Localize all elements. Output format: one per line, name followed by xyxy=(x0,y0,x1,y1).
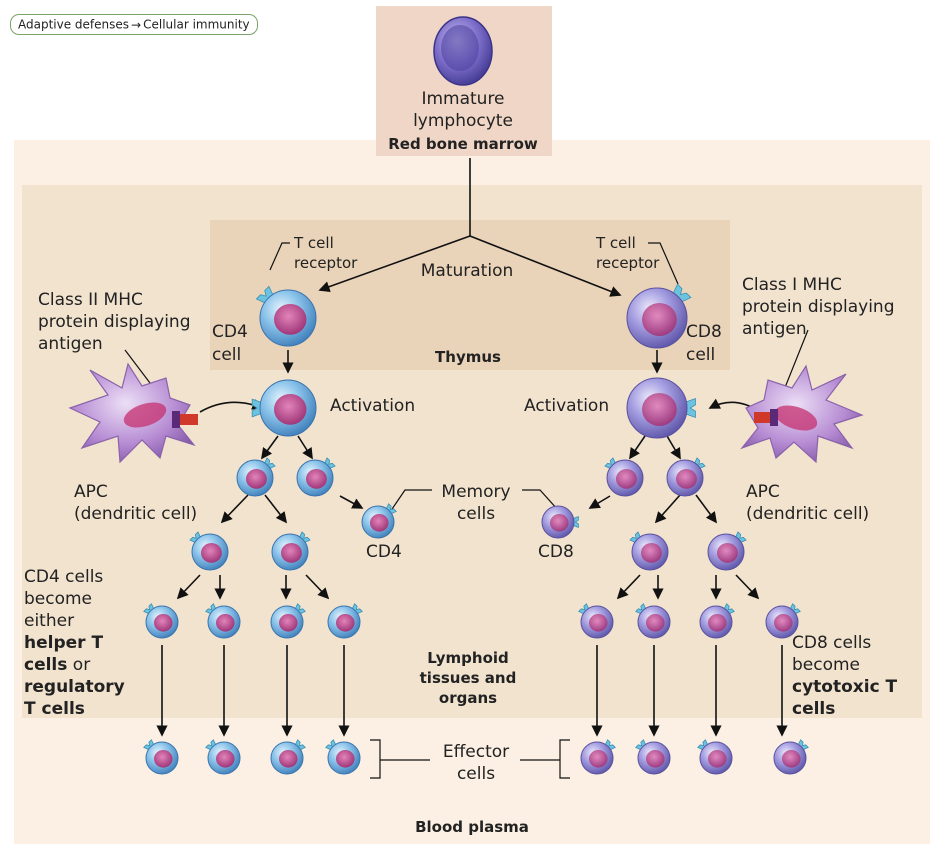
effector-cd4-2 xyxy=(205,739,241,775)
tcr-right-2: receptor xyxy=(596,254,660,272)
cd8-cell-label-1: CD8 xyxy=(686,322,722,342)
memory-label-2: cells xyxy=(457,504,495,524)
effector-cd4-3 xyxy=(270,739,306,775)
cd4-become-2: become xyxy=(24,589,92,609)
t-cells xyxy=(143,283,809,775)
thymus-label: Thymus xyxy=(435,348,501,366)
maturation-label: Maturation xyxy=(421,261,514,281)
cd4-become-5b: or xyxy=(67,655,90,675)
cytotoxic-t-2 xyxy=(635,603,671,639)
effector-cd8-4 xyxy=(773,739,809,775)
helper-t-1 xyxy=(143,603,179,639)
cd4-become-7: T cells xyxy=(24,699,85,719)
cd4-activated xyxy=(251,379,317,437)
cd8-cell-thymus xyxy=(626,283,692,349)
cd8-become-4: cells xyxy=(792,699,835,719)
immature-lymphocyte xyxy=(433,16,493,86)
effector-cd4-4 xyxy=(325,739,361,775)
cd4-gen2-b xyxy=(271,531,311,571)
activation-left-label: Activation xyxy=(330,396,415,416)
cd4-memory xyxy=(361,503,397,539)
apc-dendritic-cell-right xyxy=(740,364,864,464)
effector-cd8-3 xyxy=(697,739,733,775)
effector-label-2: cells xyxy=(457,764,495,784)
tcr-right-1: T cell xyxy=(595,234,636,252)
effector-label-1: Effector xyxy=(443,742,509,762)
cd8-become-3: cytotoxic T xyxy=(792,677,898,697)
cd4-gen1-a xyxy=(236,457,276,497)
cd8-become-1: CD8 cells xyxy=(792,633,871,653)
cd4-become-5: cells or xyxy=(24,655,90,675)
class2-label-1: Class II MHC xyxy=(38,290,143,310)
apc-left-label-2: (dendritic cell) xyxy=(74,504,197,524)
apc-right-label-1: APC xyxy=(746,482,780,502)
cd8-gen1-a xyxy=(604,457,644,497)
memory-label-1: Memory xyxy=(441,482,510,502)
apc-left-label-1: APC xyxy=(74,482,108,502)
labels: Immature lymphocyte Red bone marrow Matu… xyxy=(24,89,898,836)
apc-right-label-2: (dendritic cell) xyxy=(746,504,869,524)
cd8-become-2: become xyxy=(792,655,860,675)
cd8-memory xyxy=(541,505,579,539)
effector-cd4-1 xyxy=(143,739,179,775)
cd4-become-3: either xyxy=(24,611,74,631)
breadcrumb-arrow-icon: → xyxy=(131,17,142,32)
cd4-become-4: helper T xyxy=(24,633,103,653)
cd8-gen2-a xyxy=(629,531,669,571)
immature-label-2: lymphocyte xyxy=(413,111,513,131)
tcr-left-2: receptor xyxy=(294,254,358,272)
cd4-memory-label: CD4 xyxy=(366,542,402,562)
breadcrumb-adaptive-defenses: Adaptive defenses xyxy=(18,17,130,32)
cd4-cell-label-1: CD4 xyxy=(212,322,248,342)
class2-label-3: antigen xyxy=(38,334,103,354)
lymphoid-label-2: tissues and xyxy=(420,669,517,687)
cd4-gen1-b xyxy=(296,457,336,497)
immature-label-1: Immature xyxy=(421,89,504,109)
cytotoxic-t-4 xyxy=(765,603,801,639)
regulatory-t-1 xyxy=(270,603,306,639)
cd4-cell-label-2: cell xyxy=(212,345,241,365)
class1-label-2: protein displaying xyxy=(742,297,895,317)
regulatory-t-2 xyxy=(327,603,363,639)
cd8-gen1-b xyxy=(666,457,706,497)
lymphoid-label-1: Lymphoid xyxy=(427,649,509,667)
cd4-become-6: regulatory xyxy=(24,677,125,697)
apc-dendritic-cell-left xyxy=(68,362,198,464)
tcr-left-1: T cell xyxy=(293,234,334,252)
activation-right-label: Activation xyxy=(524,396,609,416)
class2-label-2: protein displaying xyxy=(38,312,191,332)
cd4-cell-thymus xyxy=(255,285,317,347)
helper-t-2 xyxy=(205,603,241,639)
blood-plasma-label: Blood plasma xyxy=(415,818,529,836)
cytotoxic-t-1 xyxy=(578,603,614,639)
breadcrumb-cellular-immunity: Cellular immunity xyxy=(143,17,250,32)
lymphoid-label-3: organs xyxy=(439,689,497,707)
effector-cd8-1 xyxy=(580,739,616,775)
cd8-gen2-b xyxy=(707,531,747,571)
effector-cd8-2 xyxy=(635,739,671,775)
cd8-memory-label: CD8 xyxy=(538,542,574,562)
breadcrumb[interactable]: Adaptive defenses→Cellular immunity xyxy=(10,14,258,35)
cytotoxic-t-3 xyxy=(699,603,735,639)
cd8-activated xyxy=(626,377,696,439)
class1-label-1: Class I MHC xyxy=(742,275,842,295)
class1-label-3: antigen xyxy=(742,319,807,339)
cd4-become-1: CD4 cells xyxy=(24,567,103,587)
cd8-cell-label-2: cell xyxy=(686,345,715,365)
red-bone-marrow-label: Red bone marrow xyxy=(388,135,538,153)
cd4-gen2-a xyxy=(189,531,229,571)
cd4-become-5a: cells xyxy=(24,655,67,675)
